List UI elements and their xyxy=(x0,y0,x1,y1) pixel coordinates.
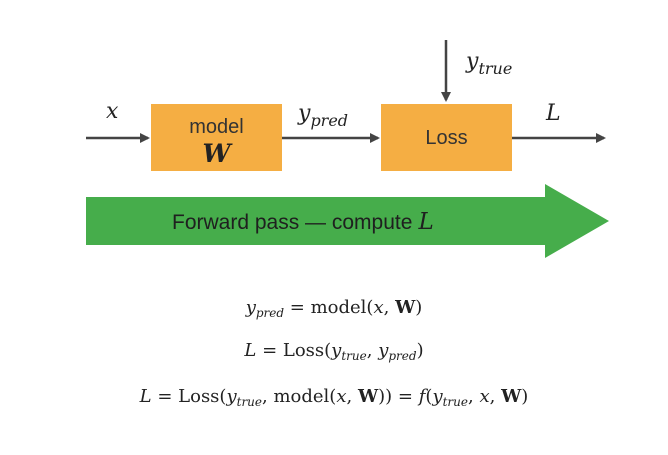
model-weights-symbol: W xyxy=(202,139,233,168)
equation-loss: L = Loss(ytrue, ypred) xyxy=(244,340,424,363)
loss-label: Loss xyxy=(425,127,467,149)
model-box xyxy=(151,104,282,171)
output-l-label: L xyxy=(545,101,561,126)
forward-pass-banner-arrow xyxy=(86,184,609,258)
equation-prediction: ypred = model(x, W) xyxy=(245,297,423,320)
model-label: model xyxy=(189,116,243,138)
y-true-label: ytrue xyxy=(465,49,512,78)
y-pred-label: ypred xyxy=(297,101,348,130)
equation-composite: L = Loss(ytrue, model(x, W)) = f(ytrue, … xyxy=(139,386,529,409)
loss-box xyxy=(381,104,512,171)
input-x-label: x xyxy=(106,99,119,124)
